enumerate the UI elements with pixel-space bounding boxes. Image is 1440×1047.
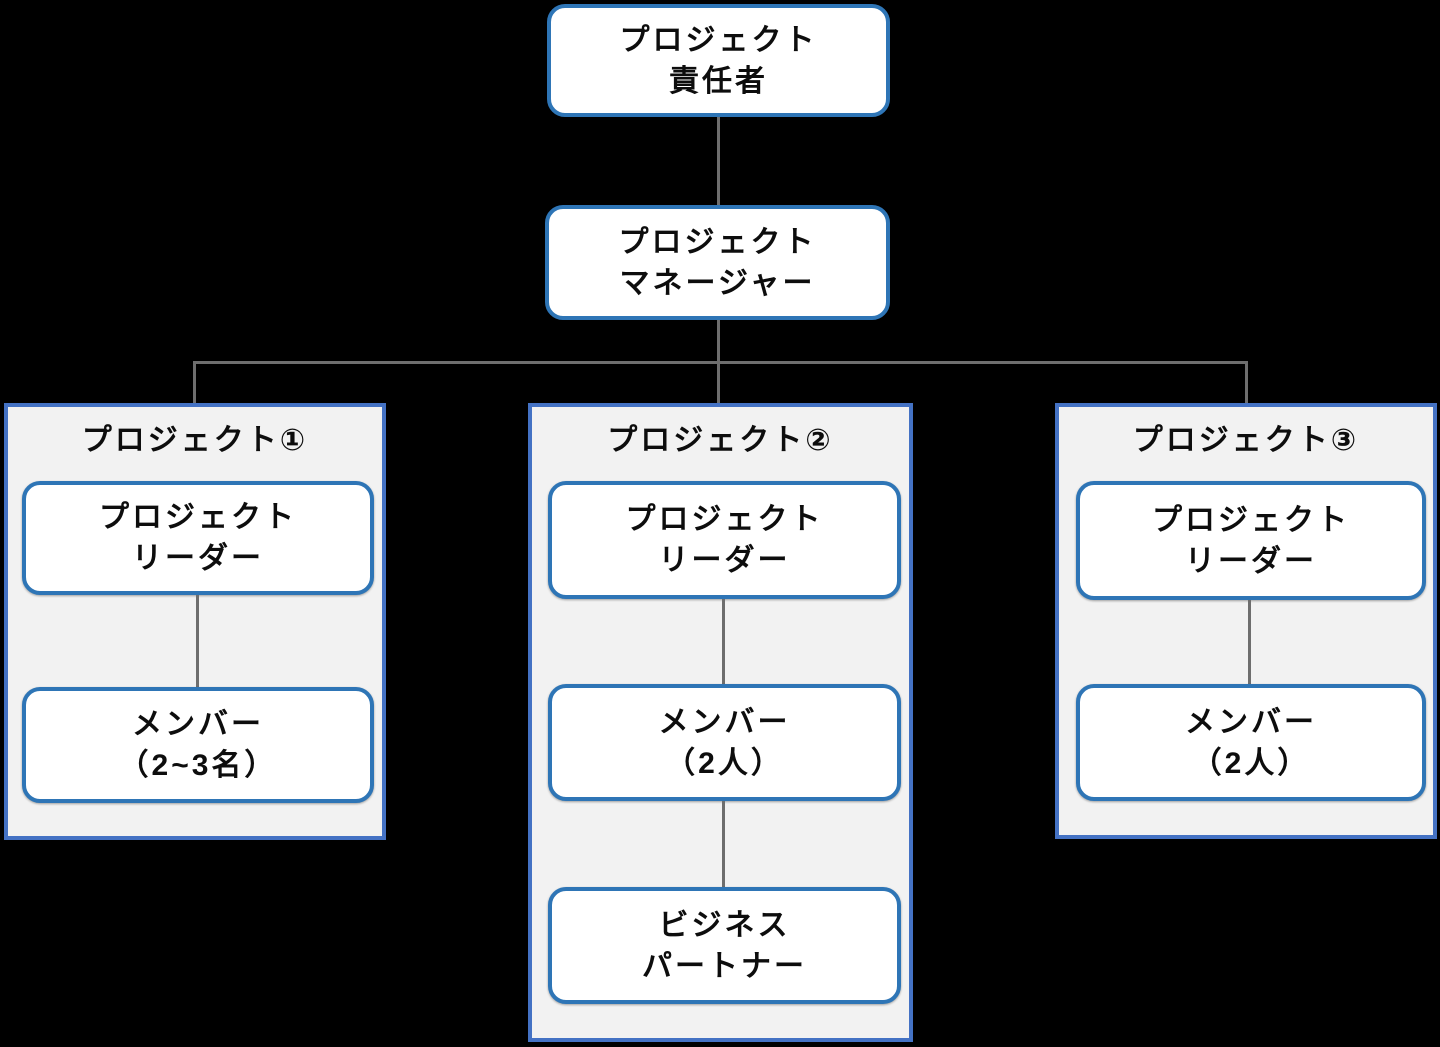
connector-branch-horizontal <box>193 361 1248 364</box>
group-panel-project3-title: プロジェクト③ <box>1132 424 1360 457</box>
node-project2-business-partner-label: ビジネス パートナー <box>642 908 807 983</box>
group-panel-project1-title: プロジェクト① <box>81 424 309 457</box>
node-project-manager-label: プロジェクト マネージャー <box>618 225 817 300</box>
connector-project1-leader-member <box>196 595 199 689</box>
node-project-manager: プロジェクト マネージャー <box>545 205 890 320</box>
node-project3-members: メンバー （2人） <box>1076 684 1426 801</box>
node-project1-members: メンバー （2~3名） <box>22 687 374 803</box>
connector-drop-group1 <box>193 361 196 403</box>
node-project-owner: プロジェクト 責任者 <box>547 4 890 117</box>
connector-manager-to-branch <box>717 320 720 363</box>
connector-drop-group3 <box>1245 361 1248 403</box>
group-panel-project3: プロジェクト③ プロジェクト リーダー メンバー （2人） <box>1055 403 1437 839</box>
group-panel-project1: プロジェクト① プロジェクト リーダー メンバー （2~3名） <box>4 403 386 840</box>
connector-owner-to-manager <box>717 117 720 205</box>
node-project3-leader-label: プロジェクト リーダー <box>1152 503 1350 578</box>
node-project1-leader: プロジェクト リーダー <box>22 481 374 595</box>
node-project2-members: メンバー （2人） <box>548 684 901 801</box>
connector-project3-leader-member <box>1248 600 1251 684</box>
node-project1-members-label: メンバー （2~3名） <box>118 708 278 782</box>
node-project3-members-label: メンバー （2人） <box>1185 705 1317 780</box>
node-project2-members-label: メンバー （2人） <box>658 705 791 780</box>
group-panel-project2-title: プロジェクト② <box>607 424 834 457</box>
node-project1-leader-label: プロジェクト リーダー <box>99 501 297 575</box>
node-project-owner-label: プロジェクト 責任者 <box>619 23 818 98</box>
connector-project2-leader-member <box>722 599 725 685</box>
node-project2-business-partner: ビジネス パートナー <box>548 887 901 1004</box>
group-panel-project2: プロジェクト② プロジェクト リーダー メンバー （2人） ビジネス パートナー <box>528 403 913 1042</box>
connector-drop-group2 <box>717 361 720 403</box>
connector-project2-member-partner <box>722 801 725 888</box>
node-project3-leader: プロジェクト リーダー <box>1076 481 1426 600</box>
node-project2-leader: プロジェクト リーダー <box>548 481 901 599</box>
node-project2-leader-label: プロジェクト リーダー <box>625 503 824 577</box>
